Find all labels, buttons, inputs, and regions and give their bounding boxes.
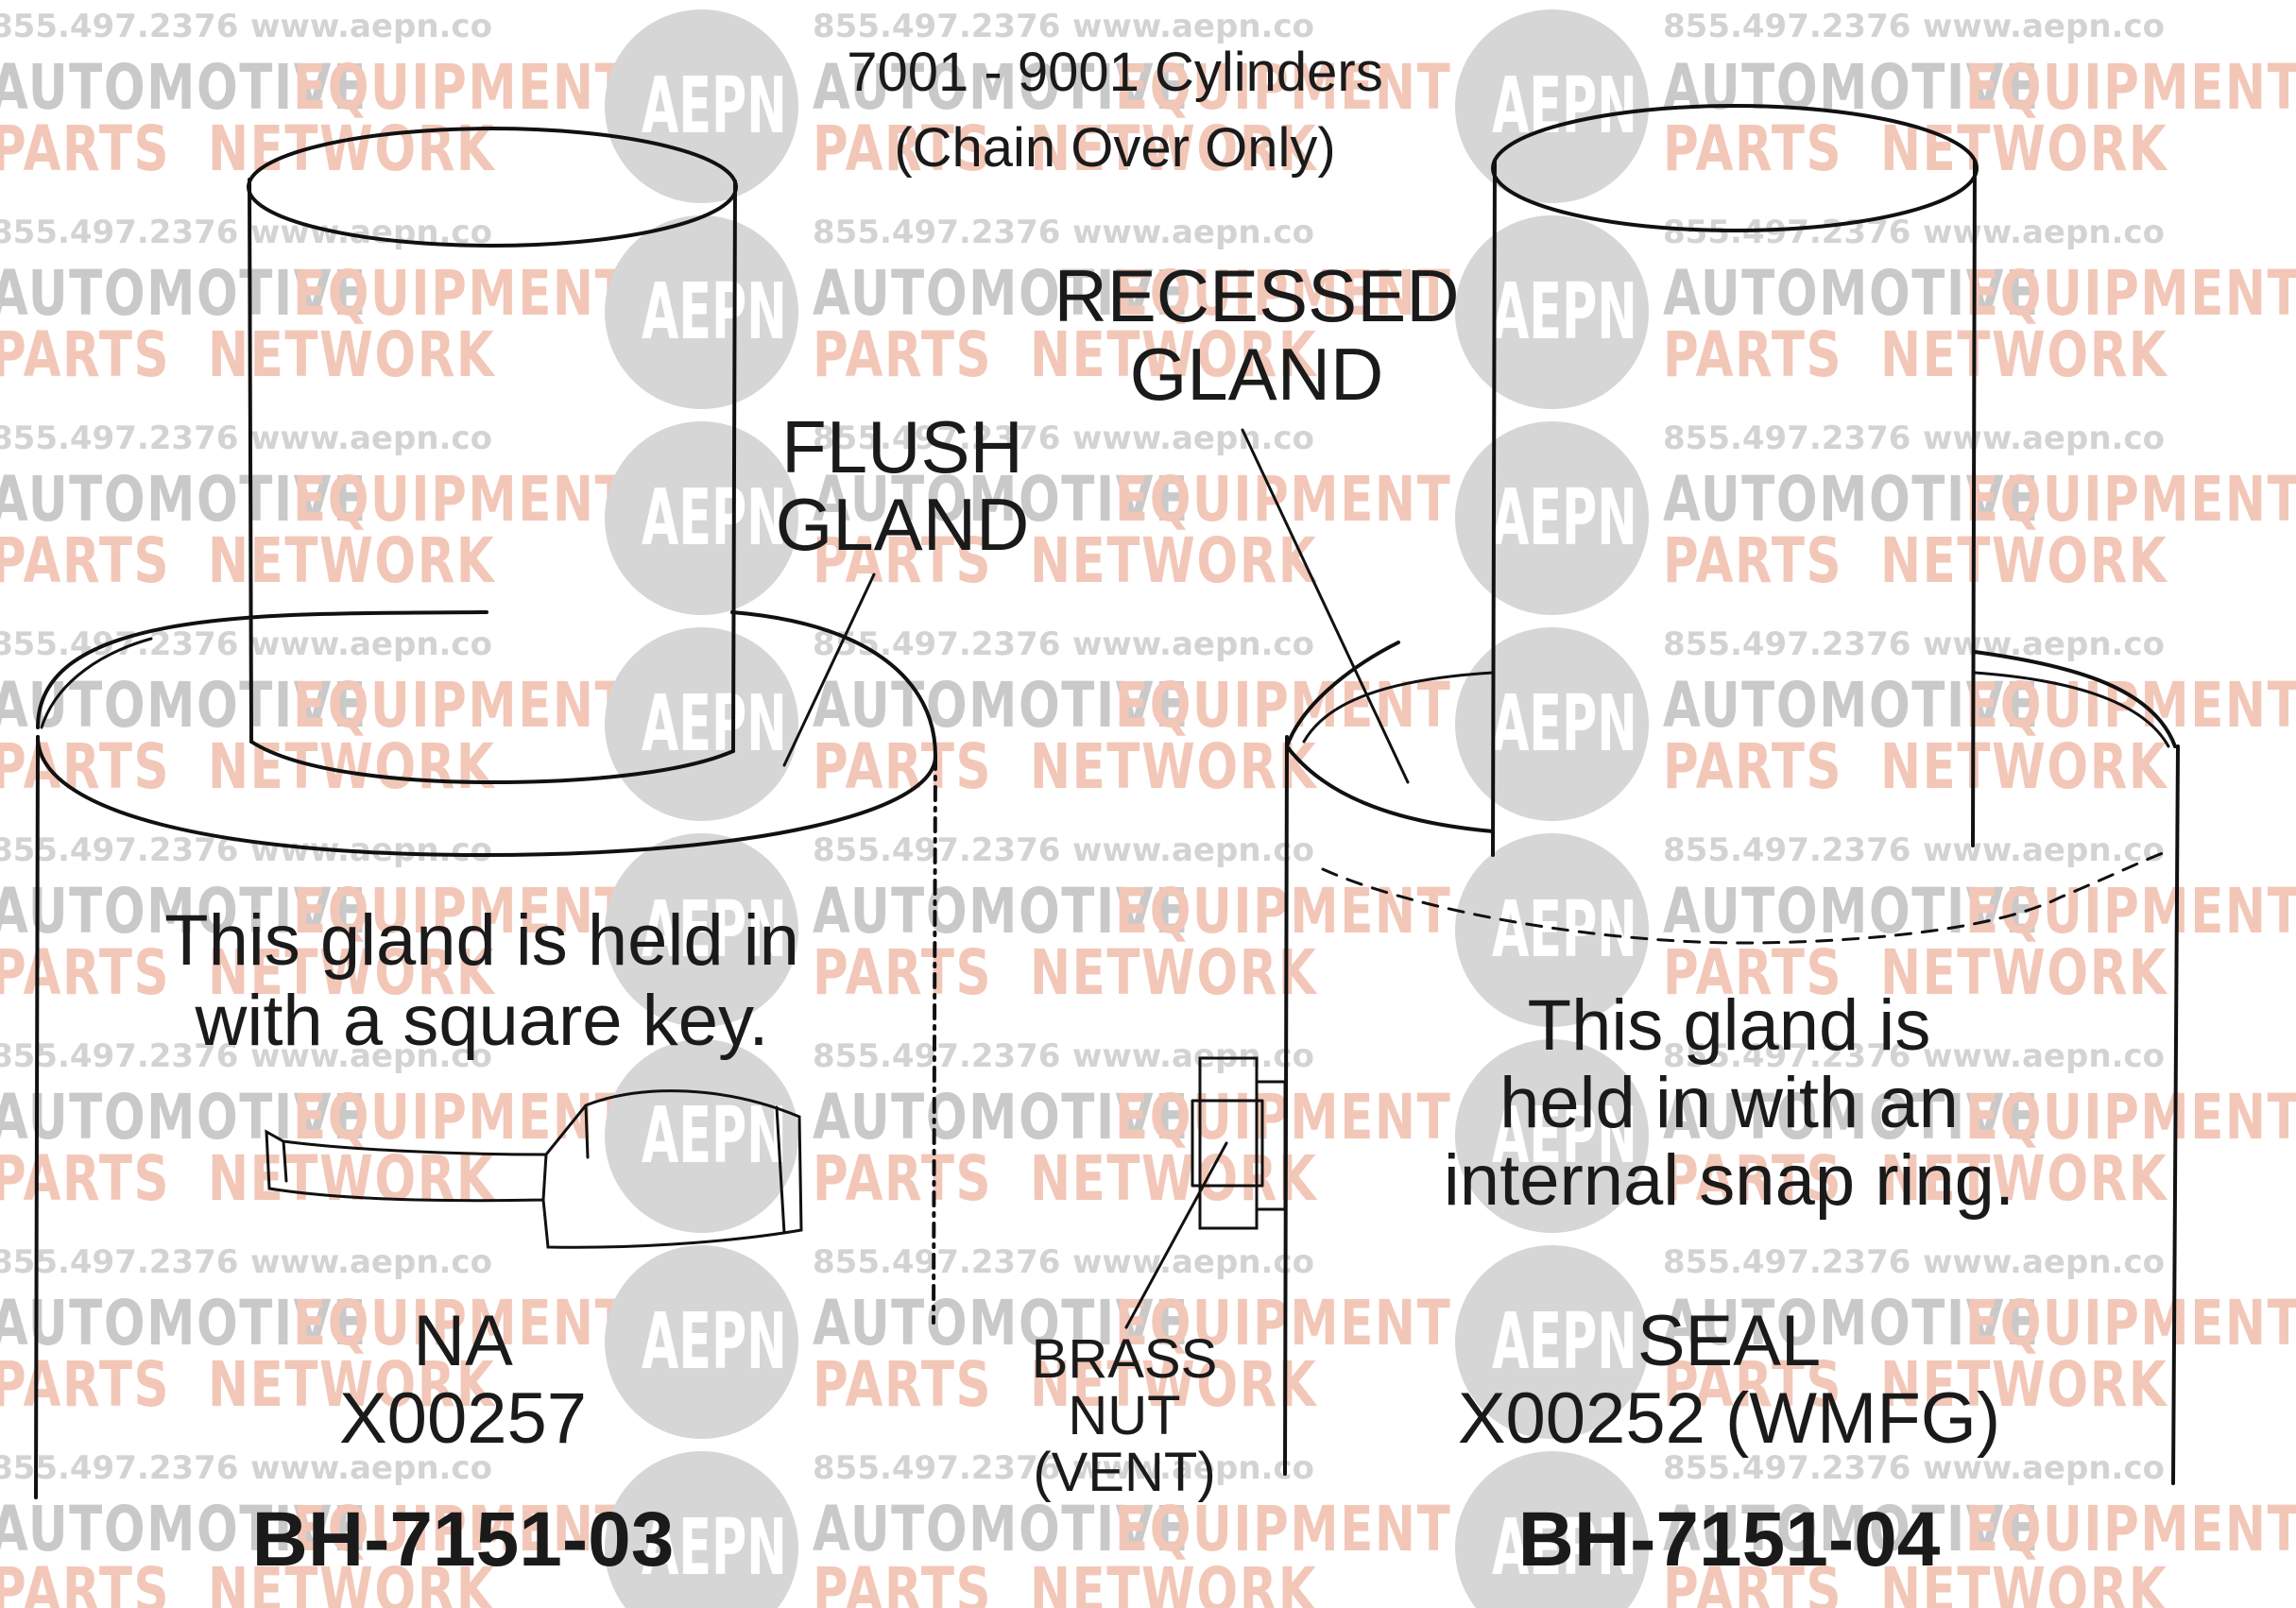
- recessed-gland-label-line1: RECESSED: [1054, 254, 1460, 337]
- right-cylinder-snap-ring: [1302, 671, 2170, 748]
- left-rod-left-edge: [248, 178, 253, 744]
- right-cylinder-dashed-groove: [1321, 848, 2173, 945]
- left-description-line1: This gland is held in: [164, 900, 799, 981]
- right-part-number: X00252 (WMFG): [1457, 1378, 2001, 1459]
- left-model-number: BH-7151-03: [251, 1497, 675, 1582]
- left-cylinder-body-left-edge: [34, 735, 40, 1499]
- brass-nut-label-line1: BRASS: [1031, 1328, 1218, 1390]
- right-rod-top-ellipse: [1491, 104, 1979, 232]
- left-cylinder-top-ellipse-back: [40, 637, 153, 729]
- brass-nut-label-line3: (VENT): [1033, 1442, 1216, 1503]
- left-cylinder-top-ellipse: [36, 610, 938, 858]
- recessed-gland-label-line2: GLAND: [1129, 333, 1384, 416]
- right-description-line1: This gland is: [1527, 985, 1931, 1066]
- flush-gland-leader: [782, 573, 876, 767]
- flush-gland-label-line2: GLAND: [775, 483, 1030, 566]
- left-rod-bottom-arc: [249, 740, 735, 785]
- flush-gland-label-line1: FLUSH: [781, 405, 1023, 488]
- left-rod-top-ellipse: [247, 127, 738, 248]
- brass-nut-stem: [1255, 1080, 1287, 1211]
- diagram-title-line2: (Chain Over Only): [894, 117, 1336, 179]
- recessed-gland-leader: [1241, 428, 1410, 784]
- right-description-line2: held in with an: [1499, 1063, 1959, 1143]
- brass-nut-label-line2: NUT: [1068, 1385, 1181, 1446]
- right-rod-left-edge: [1491, 159, 1497, 857]
- left-part-number: X00257: [338, 1378, 588, 1459]
- brass-nut: [1191, 1056, 1264, 1230]
- right-cylinder-top-ellipse: [1285, 641, 2177, 833]
- left-description-line2: with a square key.: [195, 981, 769, 1061]
- right-rod-right-edge: [1971, 159, 1977, 847]
- left-part-name: NA: [413, 1301, 513, 1381]
- right-model-number: BH-7151-04: [1517, 1497, 1941, 1582]
- left-cylinder-body-right-edge: [932, 754, 937, 1325]
- diagram-title-line1: 7001 - 9001 Cylinders: [847, 42, 1383, 103]
- square-key: [265, 1089, 803, 1249]
- right-description-line3: internal snap ring.: [1443, 1140, 2015, 1221]
- left-rod-right-edge: [731, 180, 737, 753]
- brass-nut-leader: [1124, 1141, 1228, 1329]
- right-cylinder-body-right-edge: [2171, 744, 2180, 1485]
- right-part-name: SEAL: [1636, 1301, 1822, 1381]
